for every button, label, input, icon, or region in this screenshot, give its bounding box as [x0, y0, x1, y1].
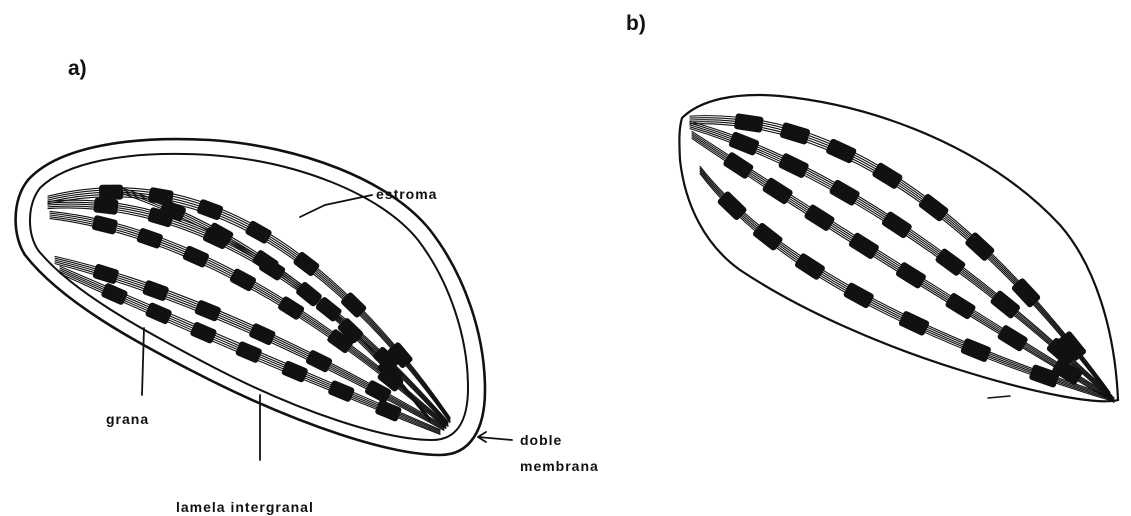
granum-stack	[944, 292, 976, 320]
granum-stack	[196, 198, 224, 220]
estroma-leader-line	[300, 195, 372, 217]
granum-stack	[843, 282, 875, 309]
granum-stack	[99, 185, 123, 200]
granum-stack	[734, 113, 764, 133]
lamella-line	[690, 122, 1110, 397]
doble-membrana-label-line1: doble	[520, 432, 562, 448]
lamela-intergranal-label: lamela intergranal	[176, 499, 314, 515]
lamella-line	[690, 116, 1110, 393]
granum-stack	[91, 215, 118, 235]
grana-leader-line	[142, 328, 144, 395]
chloroplast-a-drawing	[16, 139, 512, 460]
granum-stack	[779, 122, 810, 145]
granum-stack	[93, 197, 119, 215]
granum-stack	[825, 138, 857, 164]
grana-label: grana	[106, 411, 149, 427]
granum-stack	[136, 227, 164, 249]
granum-stack	[142, 279, 170, 301]
granum-stack	[728, 131, 760, 156]
panel-a-letter: a)	[68, 57, 87, 80]
lamellae-b	[690, 116, 1114, 403]
panel-b-letter: b)	[626, 12, 646, 35]
granum-stack	[182, 245, 210, 268]
granum-stack	[960, 338, 992, 363]
bottom-stroke-mark	[988, 396, 1010, 398]
granum-stack	[828, 179, 860, 207]
granum-stack	[229, 268, 257, 293]
lamella-line	[690, 123, 1112, 397]
chloroplast-b-drawing	[679, 95, 1118, 402]
doble-membrana-label-line2: membrana	[520, 458, 599, 474]
lamella-line	[690, 121, 1112, 395]
doble-membrana-arrow	[478, 432, 512, 442]
estroma-label: estroma	[376, 186, 437, 202]
lamella-line	[700, 172, 1110, 399]
lamella-line	[690, 120, 1110, 395]
granum-stack	[895, 261, 927, 289]
lamella-line	[700, 174, 1110, 401]
lamella-line	[690, 118, 1110, 394]
granum-stack	[189, 321, 217, 344]
